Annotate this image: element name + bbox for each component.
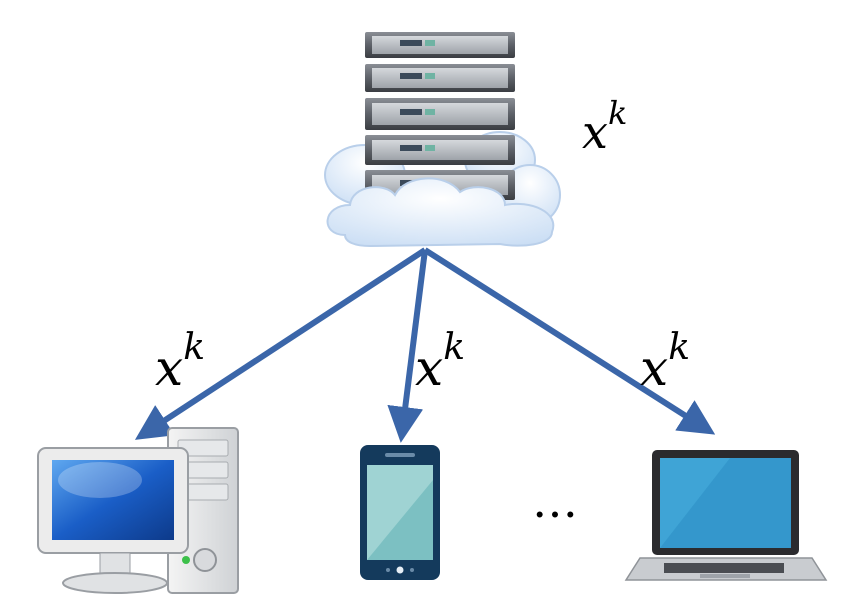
server-label: xk (582, 94, 627, 159)
laptop-icon (624, 450, 828, 581)
edge-to-phone (387, 249, 428, 443)
ellipsis: … (532, 474, 578, 528)
edges (134, 247, 716, 443)
cloud-server-icon (324, 32, 561, 248)
desktop-computer-icon (37, 427, 239, 594)
edge-label-laptop: xk (640, 327, 690, 397)
edge-to-desktop (134, 247, 427, 440)
cloud-front (326, 177, 555, 248)
edge-label-desktop: xk (155, 327, 205, 397)
smartphone-icon (360, 445, 440, 580)
server-rack (365, 32, 515, 200)
edge-to-laptop (423, 247, 716, 435)
edge-label-phone: xk (415, 327, 465, 397)
